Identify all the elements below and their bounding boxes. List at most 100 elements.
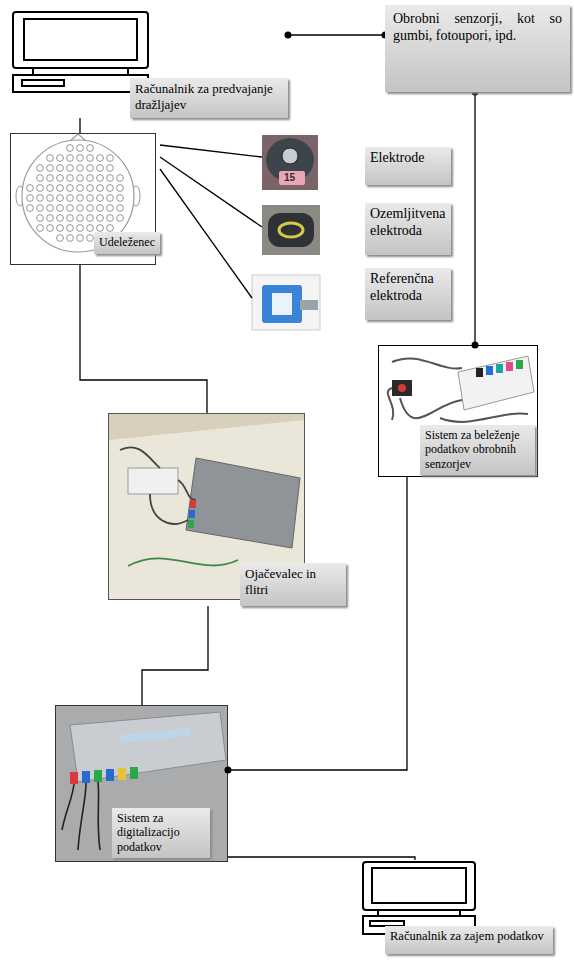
connector-dot (285, 32, 292, 39)
cable (62, 784, 74, 830)
electrode-site (47, 185, 54, 192)
electrode-site (117, 215, 124, 222)
electrode-site (27, 185, 34, 192)
connector-line (142, 606, 208, 705)
electrode-site (67, 155, 74, 162)
node-label: Računalnik za zajem podatkov (390, 929, 548, 944)
node-label: Elektrode (370, 150, 446, 167)
label-box: Ozemljitvena elektroda (365, 203, 451, 255)
node-label: Obrobni senzorji, kot so gumbi, fotoupor… (393, 11, 562, 45)
electrode-site (107, 165, 114, 172)
connector-plug (496, 364, 503, 373)
picture-frame (379, 346, 538, 477)
electrode-site (117, 175, 124, 182)
button (398, 384, 406, 392)
electrode-site (37, 175, 44, 182)
device-sticker (120, 728, 191, 743)
electrode-site (37, 205, 44, 212)
electrode-site (67, 195, 74, 202)
cable (178, 480, 196, 500)
electrode-site (37, 195, 44, 202)
connector-line (80, 265, 207, 413)
connector (80, 265, 207, 413)
diagram-node: Računalnik za predvajanje dražljajev (12, 10, 288, 118)
computer-base (13, 75, 148, 92)
connector-plug (70, 772, 78, 784)
connector-plug (516, 360, 523, 369)
connector (160, 157, 262, 227)
cable (392, 358, 462, 368)
reference-electrode-photo (252, 275, 320, 330)
label-box: Računalnik za predvajanje dražljajev (130, 78, 288, 118)
electrode-site (87, 175, 94, 182)
electrode-site (87, 215, 94, 222)
connector-plug (189, 510, 195, 518)
tag-number: 15 (284, 172, 295, 184)
connector-line (288, 34, 385, 35)
electrode-site (57, 155, 64, 162)
connector (160, 145, 262, 157)
cable (98, 782, 100, 850)
connector-line (474, 92, 475, 345)
diagram-node: Sistem za digitalizacijo podatkov (55, 705, 228, 862)
electrode-site (77, 215, 84, 222)
computer-icon (13, 12, 148, 92)
electrode-site (77, 155, 84, 162)
electrode-site (107, 215, 114, 222)
electrode-site (87, 205, 94, 212)
button-box (392, 380, 412, 396)
connector-plug (118, 768, 126, 780)
cable (400, 398, 462, 418)
electrode-site (97, 175, 104, 182)
diagram-node: Ojačevalec in flitri (108, 413, 346, 606)
node-label: Sistem za beleženje podatkov obrobnih se… (425, 428, 530, 471)
monitor-body (13, 12, 148, 68)
electrode-site (97, 215, 104, 222)
monitor-screen (372, 868, 466, 903)
electrode-site (107, 195, 114, 202)
electrode-site (77, 235, 84, 242)
electrode-site (87, 225, 94, 232)
recorder-box (458, 356, 534, 410)
electrode-site (107, 185, 114, 192)
label-box: Elektrode (365, 147, 451, 185)
digitizer-box (70, 712, 226, 782)
callout-number: 15 (284, 172, 295, 183)
cables (120, 447, 196, 524)
electrode-site (77, 195, 84, 202)
electrode-layout (27, 145, 124, 242)
diagram-node: Referenčna elektroda (252, 268, 451, 330)
electrode-pin (300, 300, 318, 310)
label-box: Računalnik za zajem podatkov (385, 926, 553, 954)
electrode-site (107, 155, 114, 162)
electrode-site (67, 225, 74, 232)
diagram-node: Obrobni senzorji, kot so gumbi, fotoupor… (385, 5, 570, 92)
connector-line (228, 477, 407, 770)
electrode-body (266, 138, 314, 182)
electrode-site (107, 225, 114, 232)
drive-slot (22, 80, 64, 86)
electrode-site (57, 225, 64, 232)
cable (78, 783, 86, 850)
electrode-body (268, 213, 314, 247)
electrode-site (77, 225, 84, 232)
electrode-site (97, 195, 104, 202)
electrode-site (87, 185, 94, 192)
electrode-site (97, 155, 104, 162)
cable (440, 413, 528, 421)
electrode-site (107, 205, 114, 212)
label-box: Udeleženec (94, 232, 160, 254)
electrode-site (67, 145, 74, 152)
connector (80, 118, 81, 133)
electrode-cup (282, 148, 298, 164)
cables (62, 782, 100, 850)
connector (160, 169, 252, 298)
connector (285, 32, 389, 39)
electrode-site (97, 185, 104, 192)
electrode-clip (262, 285, 302, 323)
electrode-site (67, 235, 74, 242)
diagram-node: Udeleženec (10, 133, 160, 265)
